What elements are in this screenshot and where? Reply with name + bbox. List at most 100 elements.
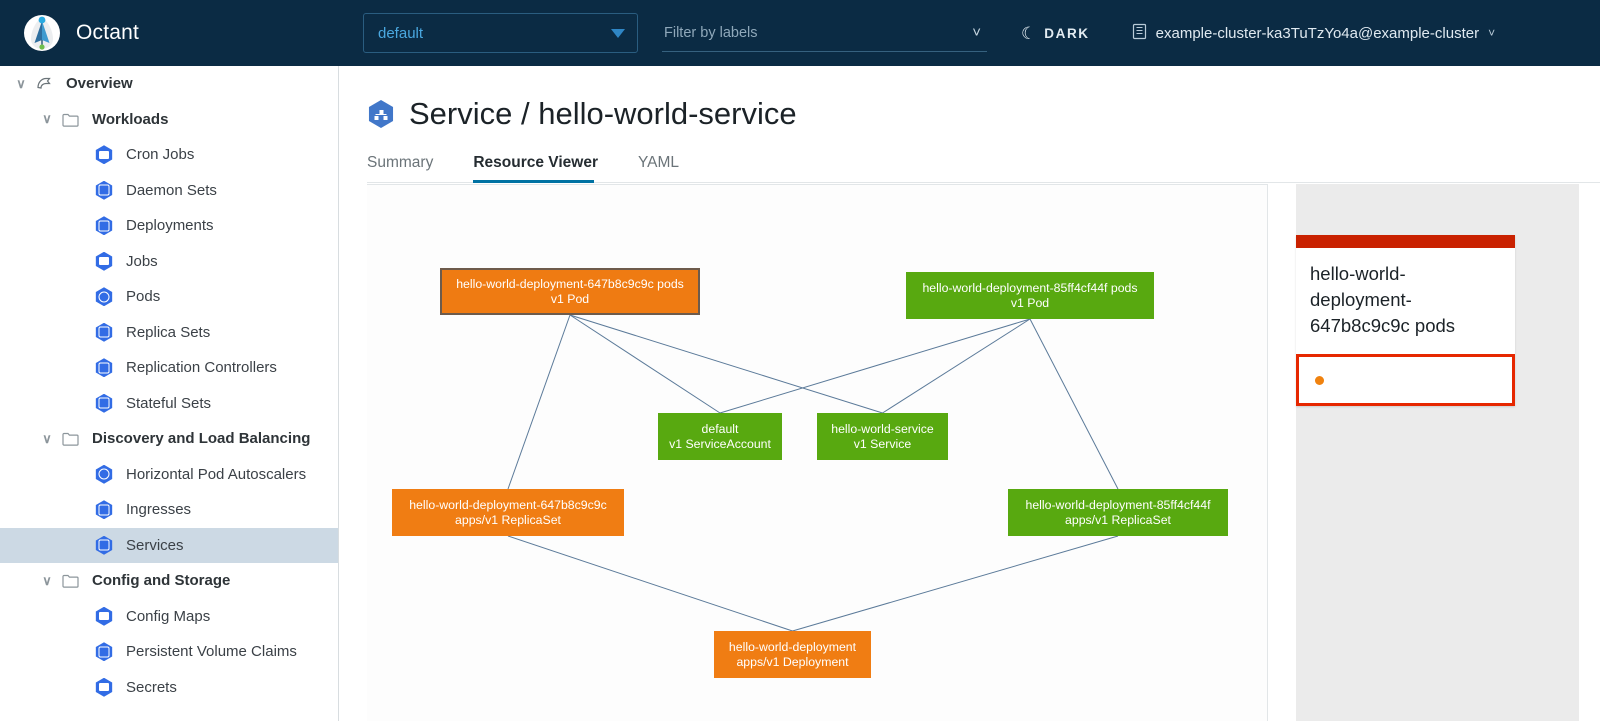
sidebar-item-deployments[interactable]: Deployments <box>0 208 338 244</box>
sidebar-item-stateful-sets[interactable]: Stateful Sets <box>0 386 338 422</box>
sidebar-item-config-and-storage[interactable]: ∨ Config and Storage <box>0 563 338 599</box>
sidebar-item-replication-controllers[interactable]: Replication Controllers <box>0 350 338 386</box>
tab-resource-viewer[interactable]: Resource Viewer <box>473 154 616 183</box>
graph-edge <box>792 535 1119 632</box>
k8s-cronjob-icon <box>92 145 116 165</box>
k8s-secret-icon <box>92 677 116 697</box>
sidebar-item-label: Replica Sets <box>126 323 211 341</box>
label-filter-placeholder: Filter by labels <box>664 24 758 41</box>
chevron-down-icon: ˅ <box>1488 26 1496 40</box>
graph-node-title: default <box>701 421 739 436</box>
chevron-down-icon[interactable]: ∨ <box>42 111 52 127</box>
chevron-down-icon[interactable]: ∨ <box>16 75 26 91</box>
chevron-down-icon[interactable]: ∨ <box>42 572 52 588</box>
graph-edge <box>719 318 1031 414</box>
sidebar-item-label: Secrets <box>126 678 177 696</box>
sidebar-item-label: Overview <box>66 75 133 93</box>
k8s-replicationcontroller-icon <box>92 358 116 378</box>
graph-node-kind: v1 Service <box>853 436 912 451</box>
cluster-selector[interactable]: example-cluster-ka3TuTzYo4a@example-clus… <box>1132 23 1495 44</box>
graph-edge <box>507 535 793 632</box>
sidebar-item-persistent-volume-claims[interactable]: Persistent Volume Claims <box>0 634 338 670</box>
sidebar-item-label: Cron Jobs <box>126 146 195 164</box>
folder-icon <box>58 112 82 127</box>
card-status-body[interactable] <box>1296 354 1515 406</box>
graph-node-title: hello-world-deployment-85ff4cf44f <box>1025 497 1211 512</box>
k8s-daemonset-icon <box>92 180 116 200</box>
k8s-ingress-icon <box>92 500 116 520</box>
label-filter[interactable]: Filter by labels ˅ <box>662 14 987 52</box>
sidebar-item-daemon-sets[interactable]: Daemon Sets <box>0 173 338 209</box>
status-dot-icon <box>1315 375 1324 385</box>
sidebar-item-jobs[interactable]: Jobs <box>0 244 338 280</box>
graph-edge <box>1029 318 1119 490</box>
tab-bar: Summary Resource Viewer YAML <box>367 154 1600 183</box>
k8s-pvc-icon <box>92 642 116 662</box>
sidebar-item-pods[interactable]: Pods <box>0 279 338 315</box>
sidebar-item-label: Pods <box>126 288 161 306</box>
graph-edge <box>882 318 1031 414</box>
k8s-service-icon <box>368 100 394 128</box>
page-title: Service / hello-world-service <box>367 96 1600 132</box>
graph-node-title: hello-world-deployment-85ff4cf44f pods <box>922 280 1138 295</box>
k8s-hpa-icon <box>92 464 116 484</box>
k8s-job-icon <box>92 251 116 271</box>
k8s-service-icon <box>92 535 116 555</box>
chevron-down-icon: ˅ <box>972 24 981 41</box>
overview-icon <box>32 76 56 92</box>
sidebar-item-replica-sets[interactable]: Replica Sets <box>0 315 338 351</box>
sidebar-item-label: Horizontal Pod Autoscalers <box>126 465 307 483</box>
graph-node-title: hello-world-deployment-647b8c9c9c pods <box>456 276 684 291</box>
sidebar-item-cron-jobs[interactable]: Cron Jobs <box>0 137 338 173</box>
sidebar-item-config-maps[interactable]: Config Maps <box>0 599 338 635</box>
k8s-configmap-icon <box>92 606 116 626</box>
brand[interactable]: Octant <box>0 13 345 53</box>
namespace-selector[interactable]: default <box>363 13 638 53</box>
sidebar-item-label: Jobs <box>126 252 158 270</box>
graph-edges <box>507 314 1119 632</box>
sidebar-item-services[interactable]: Services <box>0 527 338 563</box>
k8s-pod-icon <box>92 287 116 307</box>
sidebar-item-workloads[interactable]: ∨Workloads <box>0 102 338 138</box>
tab-summary[interactable]: Summary <box>367 154 434 171</box>
graph-node-kind: v1 ServiceAccount <box>669 436 771 451</box>
sidebar-item-secrets[interactable]: Secrets <box>0 670 338 706</box>
graph-edge <box>569 314 883 414</box>
namespace-value: default <box>378 24 424 42</box>
sidebar-item-discovery-and-load-balancing[interactable]: ∨ Discovery and Load Balancing <box>0 421 338 457</box>
graph-edge <box>507 314 571 490</box>
k8s-deployment-icon <box>92 216 116 236</box>
sidebar-item-label: Config and Storage <box>92 572 231 590</box>
sidebar-item-label: Services <box>126 536 184 554</box>
graph-node-kind: v1 Pod <box>1010 295 1050 310</box>
sidebar-item-label: Ingresses <box>126 501 192 519</box>
tab-divider <box>367 182 1600 183</box>
page-title-text: Service / hello-world-service <box>409 96 797 131</box>
graph-node-kind: apps/v1 Deployment <box>736 654 849 669</box>
moon-icon: ☾ <box>1021 23 1037 43</box>
sidebar-item-label: Replication Controllers <box>126 359 277 377</box>
sidebar-item-label: Stateful Sets <box>126 394 212 412</box>
card-accent-bar <box>1296 235 1515 248</box>
chevron-down-icon[interactable]: ∨ <box>42 430 52 446</box>
graph-node-kind: v1 Pod <box>550 291 590 306</box>
tab-yaml[interactable]: YAML <box>637 154 680 171</box>
sidebar-item-overview[interactable]: ∨ Overview <box>0 66 338 102</box>
node-detail-card[interactable]: hello-world-deployment-647b8c9c9c pods <box>1296 235 1515 406</box>
sidebar-item-horizontal-pod-autoscalers[interactable]: Horizontal Pod Autoscalers <box>0 457 338 493</box>
theme-toggle-button[interactable]: ☾ DARK <box>1021 25 1090 42</box>
chevron-down-icon <box>611 28 625 38</box>
graph-node-kind: apps/v1 ReplicaSet <box>1065 512 1171 527</box>
sidebar-item-ingresses[interactable]: Ingresses <box>0 492 338 528</box>
theme-toggle-label: DARK <box>1044 25 1090 41</box>
sidebar-item-label: Discovery and Load Balancing <box>92 430 311 448</box>
